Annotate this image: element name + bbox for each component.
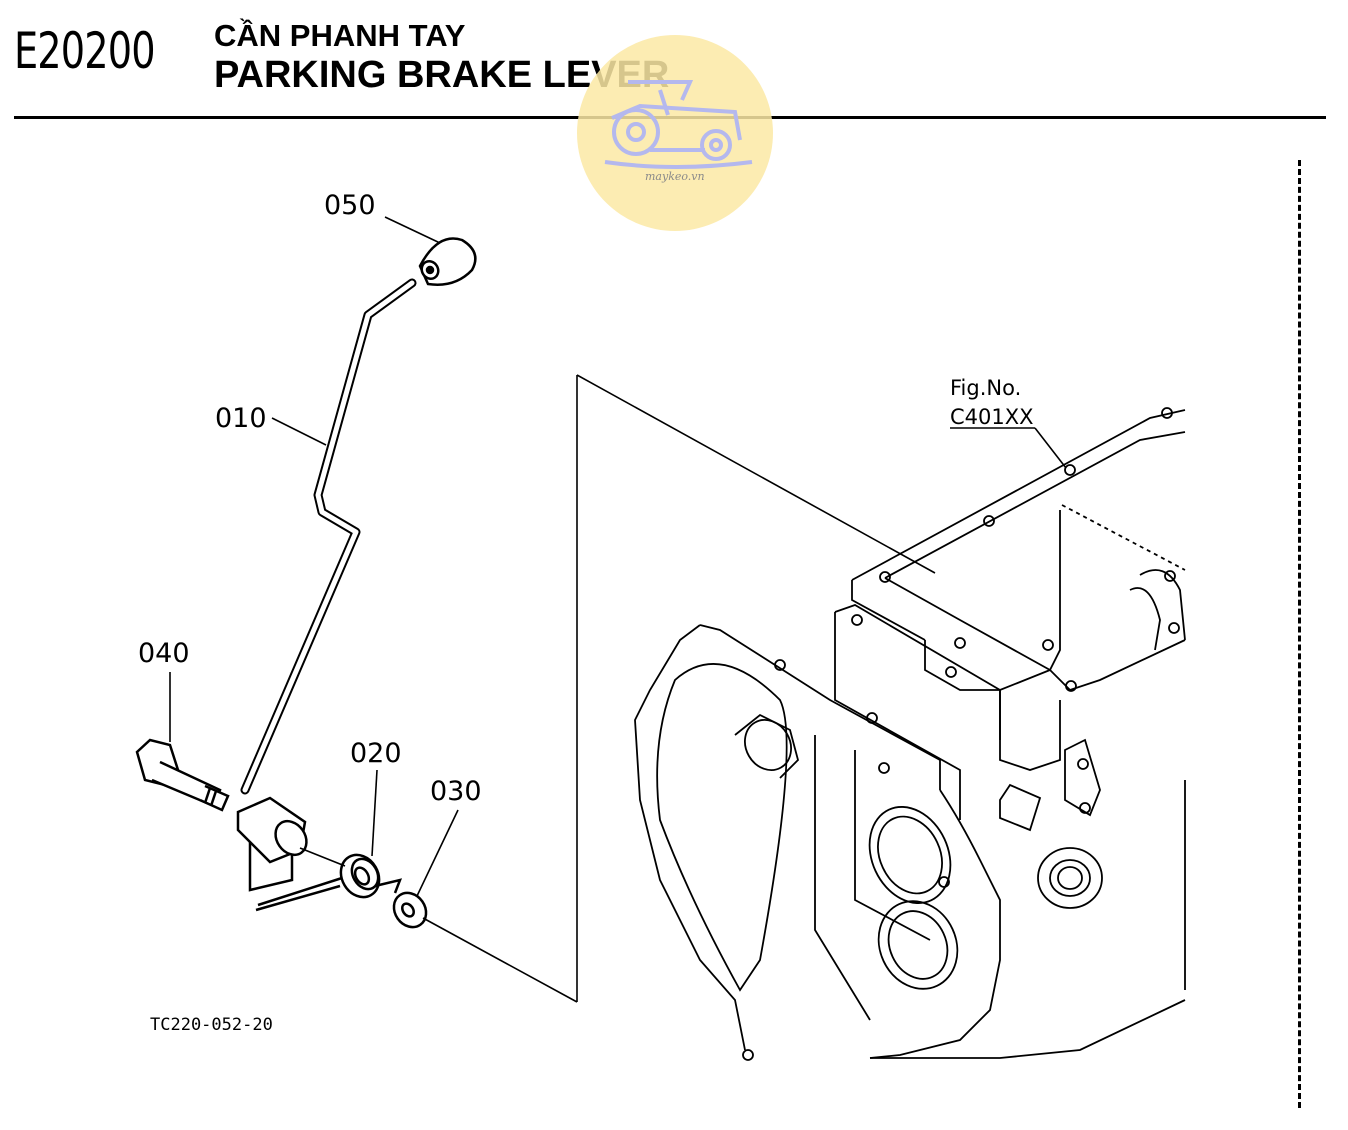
figure-ref-label: Fig.No.: [950, 376, 1021, 400]
page-edge-dashed-line: [1298, 160, 1301, 1108]
tractor-logo-icon: [604, 80, 753, 169]
callout-020: 020: [350, 738, 402, 769]
section-code: E20200: [14, 22, 156, 80]
callout-040: 040: [138, 638, 190, 669]
diagram-reference: TC220-052-20: [150, 1015, 273, 1035]
parking-brake-lever-rod: [240, 278, 417, 795]
washer: [392, 891, 428, 929]
title-vietnamese: CẦN PHANH TAY: [214, 18, 466, 53]
bolt: [135, 738, 230, 812]
transmission-housing: [634, 407, 1186, 1061]
torsion-spring: [255, 853, 403, 912]
watermark: maykeo.vn: [577, 35, 773, 231]
lever-knob: [418, 237, 477, 286]
leader-lines: [169, 216, 1067, 897]
callout-030: 030: [430, 776, 482, 807]
assembly-axis-line: [299, 374, 936, 1003]
watermark-text: maykeo.vn: [645, 170, 705, 183]
callout-010: 010: [215, 403, 267, 434]
callout-050: 050: [324, 190, 376, 221]
figure-ref-number: C401XX: [950, 405, 1034, 429]
lever-boss: [236, 796, 308, 892]
